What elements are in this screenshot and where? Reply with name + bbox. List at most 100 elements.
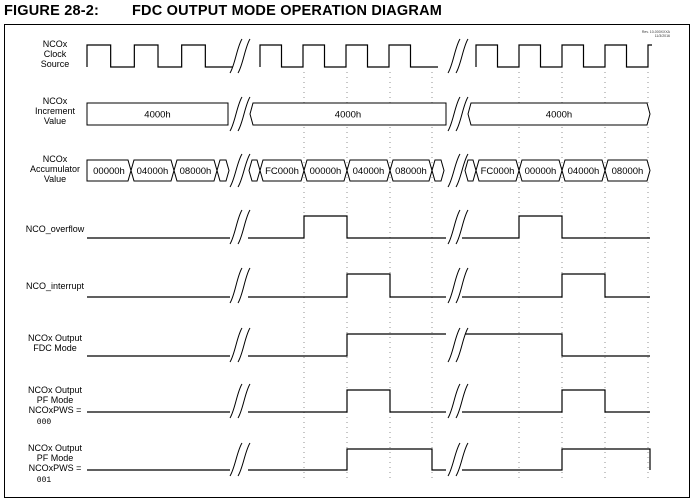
signal-label-line: PF Mode bbox=[37, 395, 74, 405]
time-break-mask bbox=[230, 443, 250, 476]
time-break-slash bbox=[447, 327, 461, 363]
signal-label-line: NCO_interrupt bbox=[26, 281, 85, 291]
pf-output-000-waveform bbox=[87, 389, 650, 413]
time-break-slash bbox=[447, 96, 461, 132]
time-break-slash bbox=[237, 96, 251, 132]
time-break-slash bbox=[455, 209, 469, 245]
time-break-slash bbox=[447, 267, 461, 304]
figure-number: FIGURE 28-2: bbox=[4, 3, 100, 19]
accumulator-value-label: FC000h bbox=[481, 166, 515, 177]
time-break-slash bbox=[237, 383, 251, 419]
accumulator-value-label: 08000h bbox=[180, 166, 212, 177]
signal-label-line: Value bbox=[44, 174, 66, 184]
time-break-mask bbox=[230, 39, 250, 73]
increment-value-segment bbox=[249, 102, 447, 126]
accumulator-value-label: 08000h bbox=[395, 166, 427, 177]
time-break-mask bbox=[448, 39, 468, 73]
time-break-slash bbox=[455, 383, 469, 419]
time-break-slash bbox=[447, 153, 461, 188]
time-break-mask bbox=[448, 443, 468, 476]
time-break-slash bbox=[455, 96, 469, 132]
time-break-mask bbox=[230, 328, 250, 362]
signal-label-line: Accumulator bbox=[30, 164, 80, 174]
signal-label-line: Clock bbox=[44, 49, 67, 59]
time-break-slash bbox=[229, 383, 243, 419]
signal-label-line: NCO_overflow bbox=[26, 224, 85, 234]
time-break-slash bbox=[455, 327, 469, 363]
figure-caption: FIGURE 28-2: FDC OUTPUT MODE OPERATION DI… bbox=[4, 3, 442, 19]
accumulator-value-label: 04000h bbox=[568, 166, 600, 177]
time-break-slash bbox=[229, 209, 243, 245]
time-break-slash bbox=[229, 327, 243, 363]
signal-label-line: NCOx bbox=[43, 154, 68, 164]
time-break-mask bbox=[230, 97, 250, 131]
time-break-slash bbox=[447, 442, 461, 477]
accumulator-value-label: 04000h bbox=[353, 166, 385, 177]
pf-output-001-waveform bbox=[87, 448, 651, 471]
signal-label-line: Increment bbox=[35, 106, 76, 116]
signal-label-mono: 001 bbox=[37, 476, 52, 485]
signal-label-line: NCOx Output bbox=[28, 443, 83, 453]
time-break-mask bbox=[448, 97, 468, 131]
time-break-slash bbox=[237, 209, 251, 245]
increment-value-label: 4000h bbox=[144, 110, 170, 121]
time-break-mask bbox=[230, 210, 250, 244]
time-break-mask bbox=[448, 328, 468, 362]
overflow-waveform bbox=[87, 215, 650, 239]
signal-label-line: NCOxPWS = bbox=[29, 463, 82, 473]
accumulator-value-stub bbox=[216, 159, 230, 182]
time-break-slash bbox=[237, 267, 251, 304]
fdc-output-waveform bbox=[87, 333, 650, 357]
time-break-slash bbox=[455, 267, 469, 304]
time-break-slash bbox=[229, 38, 243, 74]
accumulator-value-label: 00000h bbox=[310, 166, 342, 177]
signal-label-line: NCOx bbox=[43, 96, 68, 106]
signal-label-line: NCOx Output bbox=[28, 385, 83, 395]
accumulator-value-label: 04000h bbox=[137, 166, 169, 177]
signal-label-line: NCOxPWS = bbox=[29, 405, 82, 415]
time-break-mask bbox=[230, 384, 250, 418]
increment-value-segment bbox=[467, 102, 651, 126]
revision-date: 11/3/2016 bbox=[655, 34, 670, 38]
time-break-slash bbox=[237, 153, 251, 188]
signal-label-line: NCOx Output bbox=[28, 333, 83, 343]
increment-value-label: 4000h bbox=[335, 110, 361, 121]
time-break-mask bbox=[448, 154, 468, 187]
accumulator-value-stub bbox=[248, 159, 261, 182]
clock-source-waveform bbox=[86, 44, 652, 68]
time-break-mask bbox=[448, 384, 468, 418]
signal-label-line: Source bbox=[41, 59, 70, 69]
signal-label-line: Value bbox=[44, 116, 66, 126]
signal-label-line: FDC Mode bbox=[33, 343, 77, 353]
interrupt-waveform bbox=[87, 273, 650, 298]
time-break-mask bbox=[448, 268, 468, 303]
time-break-slash bbox=[237, 442, 251, 477]
diagram-frame bbox=[4, 24, 690, 498]
time-break-slash bbox=[229, 96, 243, 132]
time-break-slash bbox=[447, 38, 461, 74]
time-break-slash bbox=[229, 267, 243, 304]
signal-label-line: NCOx bbox=[43, 39, 68, 49]
accumulator-value-stub bbox=[431, 159, 445, 182]
increment-value-segment bbox=[86, 102, 229, 126]
accumulator-value-label: 00000h bbox=[93, 166, 125, 177]
time-break-slash bbox=[455, 442, 469, 477]
revision-tag: Rev. 10-000XXXA bbox=[642, 30, 671, 34]
figure-title: FDC OUTPUT MODE OPERATION DIAGRAM bbox=[132, 3, 443, 19]
time-break-slash bbox=[229, 442, 243, 477]
accumulator-value-label: FC000h bbox=[265, 166, 299, 177]
accumulator-value-label: 08000h bbox=[612, 166, 644, 177]
accumulator-value-label: 00000h bbox=[525, 166, 557, 177]
signal-label-mono: 000 bbox=[37, 418, 52, 427]
time-break-slash bbox=[455, 38, 469, 74]
accumulator-value-stub bbox=[464, 159, 477, 182]
time-break-slash bbox=[229, 153, 243, 188]
time-break-slash bbox=[237, 38, 251, 74]
time-break-mask bbox=[230, 268, 250, 303]
increment-value-label: 4000h bbox=[546, 110, 572, 121]
time-break-slash bbox=[447, 209, 461, 245]
signal-label-line: PF Mode bbox=[37, 453, 74, 463]
time-break-slash bbox=[237, 327, 251, 363]
time-break-mask bbox=[230, 154, 250, 187]
